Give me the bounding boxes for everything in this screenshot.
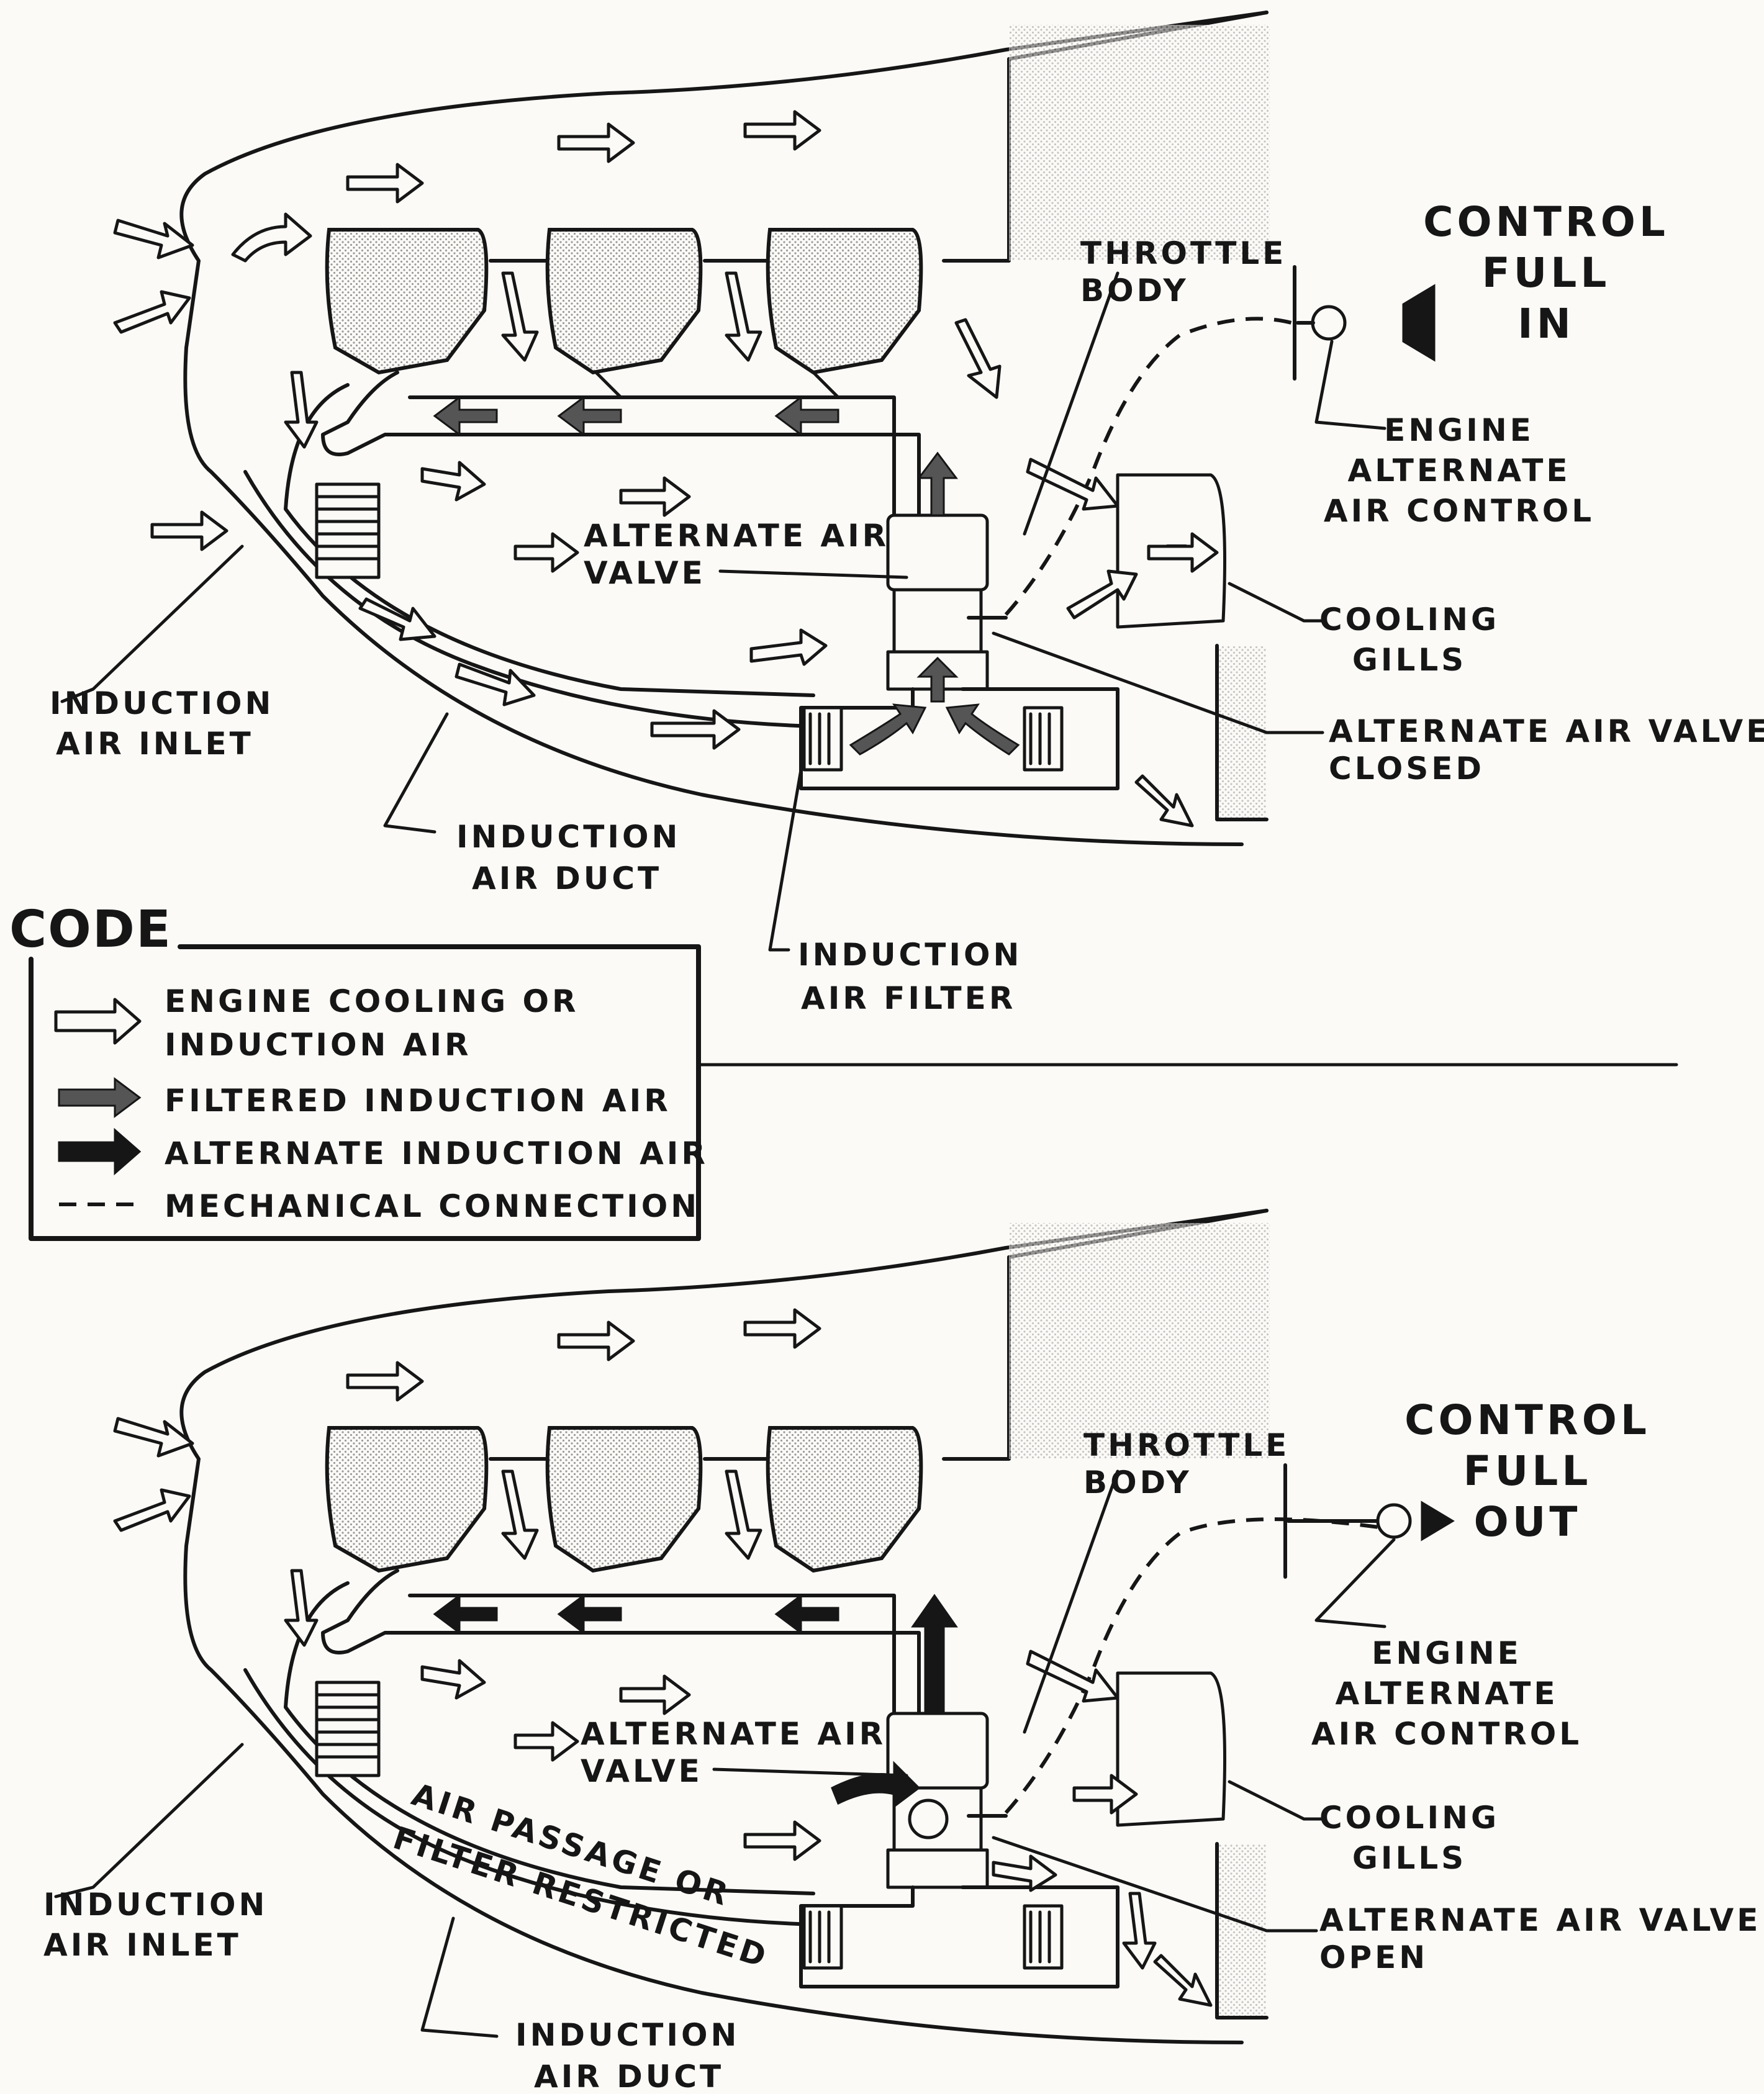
cooling-gills-label-2: GILLS: [1352, 642, 1467, 678]
valve-state-label-1: ALTERNATE AIR VALVE: [1329, 713, 1764, 749]
throttle-body-label-1: THROTTLE: [1080, 235, 1287, 271]
induction-air-duct-label-2: AIR DUCT: [472, 860, 662, 896]
alternate-air-valve-bottom-label-1: ALTERNATE AIR: [581, 1716, 886, 1752]
alt-air-control-bottom-label-2: ALTERNATE: [1336, 1676, 1558, 1712]
induction-air-duct-bottom-label-1: INDUCTION: [515, 2017, 740, 2053]
induction-air-inlet-label-1: INDUCTION: [50, 685, 274, 721]
legend-item-4: MECHANICAL CONNECTION: [165, 1188, 700, 1224]
valve-state-bottom-label-2: OPEN: [1319, 1939, 1428, 1975]
legend-item-2: FILTERED INDUCTION AIR: [165, 1083, 671, 1119]
control-state-bottom-line1: CONTROL: [1404, 1396, 1650, 1444]
induction-air-duct-bottom-label-2: AIR DUCT: [534, 2059, 724, 2094]
induction-air-duct-label-1: INDUCTION: [456, 819, 681, 855]
induction-air-filter-label-1: INDUCTION: [798, 937, 1022, 973]
engine-cylinders-bottom: [327, 1428, 921, 1571]
legend-title: CODE: [9, 900, 172, 959]
control-state-bottom-line3: OUT: [1474, 1498, 1581, 1546]
legend-solid-arrow: [59, 1130, 140, 1173]
alt-air-control-bottom-label-1: ENGINE: [1372, 1635, 1522, 1671]
cooling-gills-label-1: COOLING: [1319, 602, 1499, 638]
inlet-grille: [317, 484, 379, 577]
legend-grey-arrow: [59, 1079, 140, 1116]
throttle-body-label-2: BODY: [1080, 273, 1189, 309]
legend-hollow-arrow: [56, 1000, 140, 1043]
induction-air-filter-housing: [801, 689, 1118, 788]
induction-air-inlet-label-2: AIR INLET: [56, 726, 254, 762]
top-view-control-full-in: CONTROL FULL IN THROTTLE BODY ENGINE ALT…: [50, 12, 1764, 1016]
legend-item-1-line1: ENGINE COOLING OR: [165, 983, 579, 1019]
induction-air-inlet-bottom-label-1: INDUCTION: [43, 1887, 268, 1923]
legend-item-1-line2: INDUCTION AIR: [165, 1027, 472, 1063]
alt-air-control-label-3: AIR CONTROL: [1324, 493, 1594, 529]
alt-air-control-label-2: ALTERNATE: [1348, 453, 1571, 489]
valve-state-label-2: CLOSED: [1329, 751, 1485, 787]
legend-item-3: ALTERNATE INDUCTION AIR: [165, 1135, 708, 1171]
control-knob-in: [1295, 267, 1434, 379]
alt-air-control-label-1: ENGINE: [1384, 412, 1534, 448]
alternate-air-valve-label-1: ALTERNATE AIR: [584, 518, 889, 554]
throttle-body-bottom-label-1: THROTTLE: [1083, 1427, 1290, 1463]
cooling-gills-bottom: [1118, 1673, 1225, 1825]
inlet-grille-bottom: [317, 1682, 379, 1776]
bottom-view-control-full-out: CONTROL FULL OUT THROTTLE BODY ENGINE AL…: [43, 1211, 1761, 2094]
control-state-line1: CONTROL: [1423, 198, 1669, 246]
induction-air-inlet-bottom-label-2: AIR INLET: [43, 1927, 242, 1963]
throttle-body: [888, 515, 1006, 689]
cooling-gills-bottom-label-2: GILLS: [1352, 1840, 1467, 1876]
valve-state-bottom-label-1: ALTERNATE AIR VALVE: [1319, 1902, 1761, 1938]
cooling-gills-bottom-label-1: COOLING: [1319, 1800, 1499, 1836]
control-state-line2: FULL: [1482, 249, 1611, 297]
engine-cowling-bottom: [181, 1211, 1270, 2042]
throttle-body-bottom-label-2: BODY: [1083, 1464, 1192, 1501]
induction-air-filter-label-2: AIR FILTER: [801, 980, 1016, 1016]
control-state-bottom-line2: FULL: [1463, 1447, 1592, 1495]
throttle-body-bottom: [888, 1713, 1006, 1887]
alternate-air-valve-label-2: VALVE: [584, 555, 706, 591]
control-state-line3: IN: [1517, 300, 1575, 348]
induction-air-filter-housing-bottom: [801, 1887, 1118, 1987]
alternate-air-valve-bottom-label-2: VALVE: [581, 1753, 703, 1789]
engine-cylinders: [327, 230, 921, 372]
alt-air-control-bottom-label-3: AIR CONTROL: [1311, 1716, 1582, 1752]
